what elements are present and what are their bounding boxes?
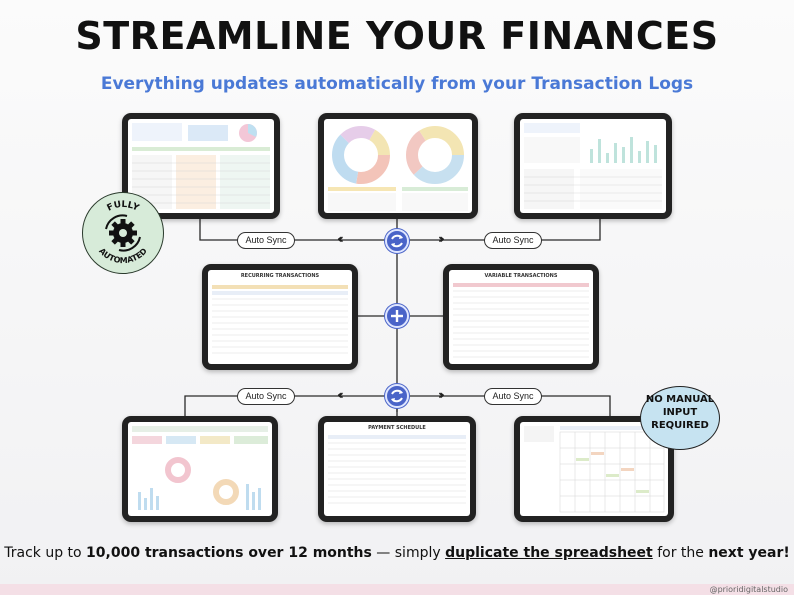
auto-sync-label-bottom-right: Auto Sync [484,388,542,405]
bottom-strip [0,584,794,595]
budget-sheet-preview [132,123,270,209]
no-input-line-1: NO MANUAL [645,394,715,405]
auto-sync-label-bottom-left: Auto Sync [237,388,295,405]
plus-icon [385,304,409,328]
chevrons-right-icon: ››› [438,388,445,402]
tablet-annual-sheet [514,113,672,219]
tablet-payment-schedule: PAYMENT SCHEDULE [318,416,476,522]
page-title: STREAMLINE YOUR FINANCES [75,14,719,58]
footer-bold2: next year! [708,545,790,561]
recurring-title: RECURRING TRANSACTIONS [240,273,320,279]
footer-part1: Track up to [4,545,87,561]
payment-title: PAYMENT SCHEDULE [368,425,426,431]
payment-sheet-preview [328,435,466,504]
footer-part3: for the [652,545,709,561]
donut-sheet-preview [328,126,468,211]
footer-text: Track up to 10,000 transactions over 12 … [0,545,794,561]
page-subtitle: Everything updates automatically from yo… [100,74,694,94]
variable-title: VARIABLE TRANSACTIONS [484,273,558,279]
sync-icon [385,229,409,253]
badge-bottom-text: AUTOMATED [97,246,149,265]
no-input-line-3: REQUIRED [651,420,709,431]
dashboard-preview [132,426,268,510]
footer-link: duplicate the spreadsheet [445,545,653,561]
auto-sync-label-top-left: Auto Sync [237,232,295,249]
gear-icon [105,214,141,252]
sync-icon [385,384,409,408]
no-manual-input-badge: NO MANUAL INPUT REQUIRED [640,386,720,450]
auto-sync-label-top-right: Auto Sync [484,232,542,249]
credit-text: @prioridigitalstudio [709,585,788,594]
tablet-variable-transactions: VARIABLE TRANSACTIONS [443,264,599,370]
svg-text:FULLY: FULLY [106,200,141,214]
tablet-recurring-transactions: RECURRING TRANSACTIONS [202,264,358,370]
no-input-line-2: INPUT [662,407,698,418]
chevrons-left-icon: ‹‹‹ [337,232,344,246]
footer-part2: — simply [371,545,446,561]
chevrons-right-icon: ››› [438,232,445,246]
calendar-preview [524,426,665,513]
chevrons-left-icon: ‹‹‹ [337,388,344,402]
variable-sheet-preview [453,283,589,358]
footer-bold1: 10,000 transactions over 12 months [86,545,372,561]
annual-sheet-preview [524,123,662,209]
tablet-dashboard [122,416,278,522]
fully-automated-badge: FULLY AUTOMATED [82,192,164,274]
recurring-sheet-preview [212,285,348,354]
tablet-donut-sheet [318,113,478,219]
svg-text:AUTOMATED: AUTOMATED [97,246,149,265]
badge-top-text: FULLY [106,200,141,214]
